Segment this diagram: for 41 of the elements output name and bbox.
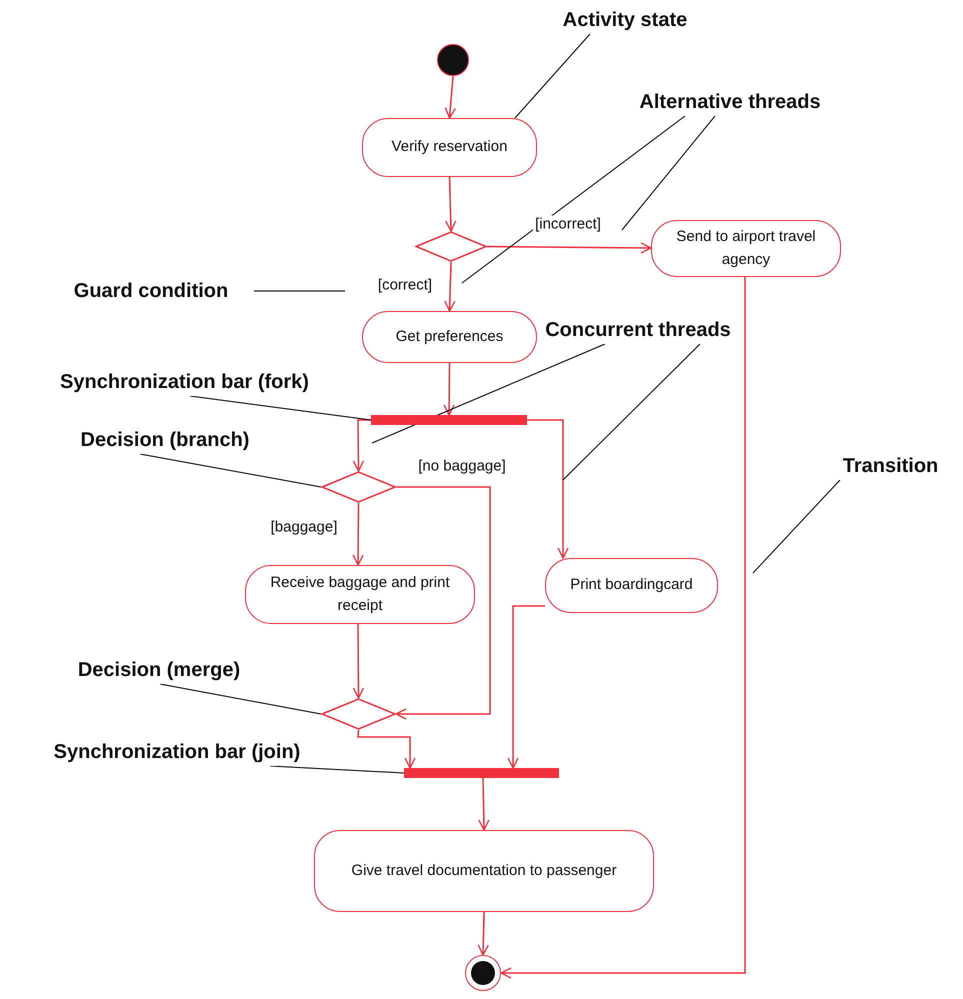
- guard-condition-label: [no baggage]: [416, 458, 508, 474]
- decision-diamond: [321, 698, 396, 730]
- leader-line: [140, 454, 322, 488]
- arrow: [443, 363, 455, 416]
- arrow: [487, 242, 652, 254]
- leader-line: [752, 480, 840, 574]
- guard-condition-label: [baggage]: [268, 518, 340, 536]
- arrow: [352, 624, 364, 699]
- initial-state: [437, 44, 469, 76]
- synchronization-bar: [371, 415, 527, 425]
- arrow: [395, 486, 491, 720]
- decision-diamond: [321, 471, 396, 503]
- guard-condition-label: [incorrect]: [533, 216, 603, 232]
- arrow: [444, 76, 456, 119]
- arrow: [478, 778, 490, 831]
- leader-line: [372, 344, 606, 444]
- arrow: [357, 730, 416, 769]
- arrow: [478, 912, 489, 956]
- leader-line: [190, 396, 372, 420]
- arrow: [527, 419, 569, 559]
- arrow: [352, 419, 371, 472]
- leader-line: [462, 116, 686, 284]
- leader-line: [514, 34, 590, 118]
- activity-state: Send to airport travel agency: [651, 220, 841, 277]
- final-state: [465, 955, 501, 991]
- arrow: [445, 176, 456, 232]
- leader-line: [160, 684, 322, 714]
- activity-state: Receive baggage and print receipt: [245, 565, 475, 624]
- arrow: [444, 262, 456, 312]
- activity-state: Give travel documentation to passenger: [314, 830, 654, 912]
- leader-line: [622, 116, 716, 230]
- activity-state: Get preferences: [362, 311, 537, 363]
- arrow: [507, 605, 545, 769]
- leader-line: [562, 344, 700, 480]
- arrow: [352, 503, 364, 566]
- leader-line: [270, 766, 404, 774]
- synchronization-bar: [404, 768, 559, 778]
- activity-state: Verify reservation: [362, 118, 537, 177]
- activity-state: Print boardingcard: [545, 558, 718, 613]
- leader-line: [254, 290, 346, 292]
- decision-diamond: [415, 231, 487, 262]
